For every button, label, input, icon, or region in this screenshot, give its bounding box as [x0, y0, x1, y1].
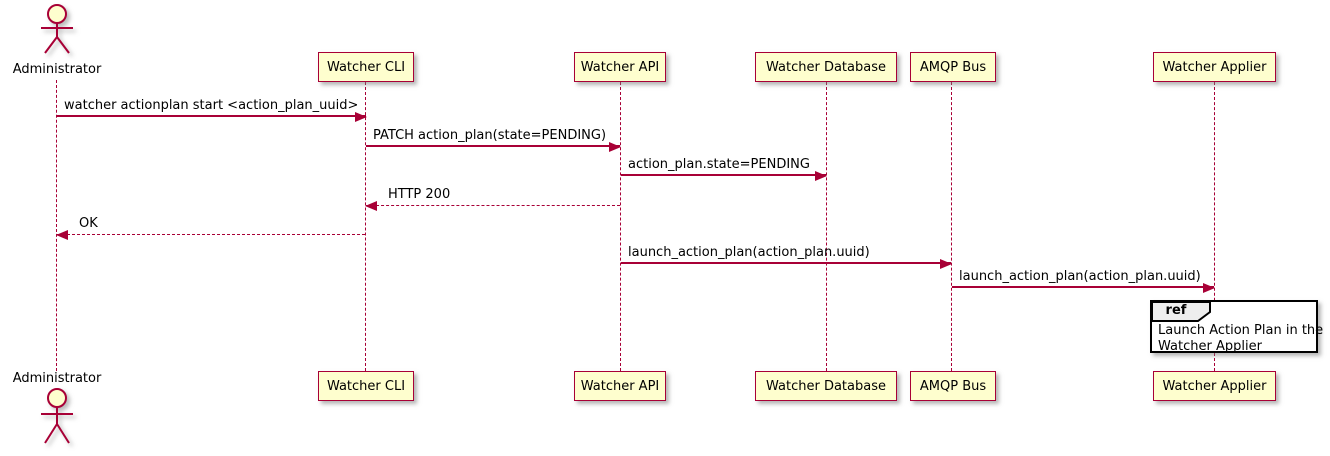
- lifeline-watcher-applier: [1214, 82, 1215, 371]
- arrowhead-right-icon: [1203, 283, 1215, 293]
- message-line: [621, 174, 826, 176]
- arrowhead-right-icon: [355, 112, 367, 122]
- ref-tag-shape: [1151, 301, 1211, 322]
- message-label: PATCH action_plan(state=PENDING): [373, 128, 607, 143]
- message-patch-action-plan: PATCH action_plan(state=PENDING): [366, 128, 621, 152]
- participant-amqp-bus-top: AMQP Bus: [910, 52, 996, 82]
- message-http-200: HTTP 200: [365, 187, 620, 211]
- message-line: [366, 145, 620, 147]
- participant-watcher-api-bottom: Watcher API: [574, 371, 666, 401]
- participant-watcher-applier-top: Watcher Applier: [1153, 52, 1276, 82]
- message-state-pending: action_plan.state=PENDING: [621, 157, 827, 181]
- message-label: OK: [79, 216, 98, 231]
- lifeline-watcher-cli: [365, 82, 366, 371]
- ref-fragment: ref Launch Action Plan in the Watcher Ap…: [1150, 300, 1323, 354]
- participant-watcher-database-top: Watcher Database: [755, 52, 897, 82]
- message-ok: OK: [56, 216, 365, 240]
- arrowhead-right-icon: [815, 171, 827, 181]
- message-start-actionplan: watcher actionplan start <action_plan_uu…: [57, 98, 367, 122]
- participant-watcher-database-bottom: Watcher Database: [755, 371, 897, 401]
- message-launch-action-plan-applier: launch_action_plan(action_plan.uuid): [952, 269, 1215, 293]
- lifeline-watcher-database: [826, 82, 827, 371]
- message-line: [57, 234, 365, 235]
- message-label: HTTP 200: [388, 187, 451, 202]
- lifeline-amqp-bus: [951, 82, 952, 371]
- participant-watcher-applier-bottom: Watcher Applier: [1153, 371, 1276, 401]
- message-line: [621, 262, 951, 264]
- actor-label-top: Administrator: [12, 62, 102, 77]
- participant-watcher-cli-bottom: Watcher CLI: [318, 371, 414, 401]
- participant-amqp-bus-bottom: AMQP Bus: [910, 371, 996, 401]
- arrowhead-left-icon: [56, 230, 68, 240]
- arrowhead-left-icon: [365, 201, 377, 211]
- message-label: action_plan.state=PENDING: [628, 157, 810, 172]
- ref-keyword: ref: [1165, 303, 1187, 318]
- message-line: [366, 205, 620, 206]
- ref-text-line1: Launch Action Plan in the: [1158, 323, 1324, 338]
- participant-watcher-cli-top: Watcher CLI: [318, 52, 414, 82]
- actor-icon: [41, 4, 73, 54]
- message-label: launch_action_plan(action_plan.uuid): [959, 269, 1201, 284]
- actor-icon: [41, 388, 73, 444]
- arrowhead-right-icon: [940, 259, 952, 269]
- participant-watcher-api-top: Watcher API: [574, 52, 666, 82]
- message-line: [57, 115, 366, 117]
- message-label: watcher actionplan start <action_plan_uu…: [64, 98, 359, 113]
- message-launch-action-plan-amqp: launch_action_plan(action_plan.uuid): [621, 245, 952, 269]
- message-line: [952, 286, 1214, 288]
- ref-text-line2: Watcher Applier: [1158, 339, 1262, 354]
- actor-label-bottom: Administrator: [12, 371, 102, 386]
- arrowhead-right-icon: [609, 142, 621, 152]
- lifeline-administrator: [56, 80, 57, 371]
- lifeline-watcher-api: [620, 82, 621, 371]
- message-label: launch_action_plan(action_plan.uuid): [628, 245, 870, 260]
